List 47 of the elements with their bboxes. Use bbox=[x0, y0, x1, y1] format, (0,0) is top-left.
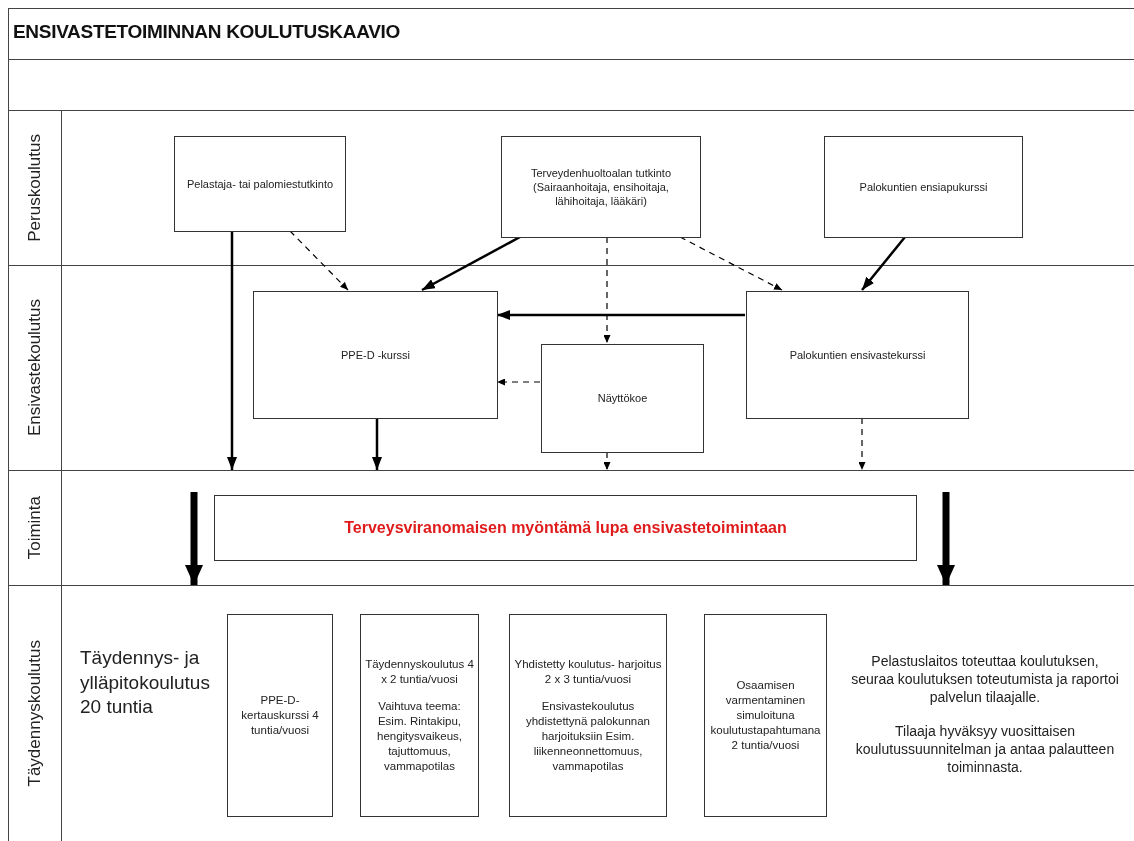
swimlane-band bbox=[8, 585, 1134, 841]
lane-title: Täydennyskoulutus bbox=[25, 640, 45, 787]
arrow bbox=[679, 236, 783, 291]
note-text: Tilaaja hyväksyy vuosittaisen koulutussuunnitelman ja antaa palautteen toiminnasta. bbox=[854, 722, 1116, 777]
note-text: Pelastuslaitos toteuttaa koulutuksen, seuraa koulutuksen toteutumista ja raportoi palvelun tilaajalle. bbox=[850, 652, 1120, 707]
box-text: Täydennyskoulutus 4 x 2 tuntia/vuosi bbox=[365, 657, 474, 688]
arrow bbox=[421, 235, 521, 292]
highlight-box bbox=[214, 495, 917, 561]
box-text: Vaihtuva teema: Esim. Rintakipu, hengitysvaikeus, tajuttomuus, vammapotilas bbox=[376, 699, 463, 774]
swimlane-band bbox=[8, 265, 1134, 470]
lane-title: Ensivastekoulutus bbox=[25, 299, 45, 437]
arrow bbox=[227, 231, 237, 470]
swimlane-band bbox=[8, 470, 1134, 585]
box-text: Terveydenhuoltoalan tutkinto (Sairaanhoitaja, ensihoitaja, lähihoitaja, lääkäri) bbox=[529, 165, 672, 209]
arrow bbox=[603, 236, 611, 344]
box-text: PPE-D- kertauskurssi 4 tuntia/vuosi bbox=[240, 693, 320, 738]
process-box bbox=[824, 136, 1023, 238]
box-text: PPE-D -kurssi bbox=[340, 347, 411, 363]
box-text: Näyttökoe bbox=[597, 391, 648, 406]
swimlane-band bbox=[8, 110, 1134, 265]
process-box bbox=[360, 614, 479, 817]
process-box bbox=[253, 291, 498, 419]
arrow bbox=[861, 236, 906, 291]
box-text: Palokuntien ensiapukurssi bbox=[859, 179, 988, 195]
process-box bbox=[227, 614, 333, 817]
lane-title: Peruskoulutus bbox=[25, 134, 45, 242]
diagram-title: ENSIVASTETOIMINNAN KOULUTUSKAAVIO bbox=[13, 21, 400, 43]
process-box bbox=[501, 136, 701, 238]
box-text: Yhdistetty koulutus- harjoitus 2 x 3 tuntia/vuosi bbox=[514, 657, 662, 688]
arrow bbox=[603, 451, 611, 471]
arrow bbox=[372, 418, 382, 470]
process-box bbox=[704, 614, 827, 817]
process-box bbox=[541, 344, 704, 453]
box-text: Terveysviranomaisen myöntämä lupa ensivastetoimintaan bbox=[344, 517, 787, 538]
arrow bbox=[289, 230, 349, 291]
arrow bbox=[496, 378, 541, 386]
box-text: Palokuntien ensivastekurssi bbox=[789, 347, 926, 363]
box-text: Pelastaja- tai palomiestutkinto bbox=[186, 176, 334, 192]
arrow bbox=[858, 417, 866, 471]
lane-title: Toiminta bbox=[25, 496, 45, 560]
note-text: Täydennys- ja ylläpitokoulutus 20 tuntia bbox=[80, 646, 211, 720]
process-box bbox=[746, 291, 969, 419]
process-box bbox=[509, 614, 667, 817]
process-box bbox=[174, 136, 346, 232]
arrow bbox=[497, 310, 745, 320]
box-text: Ensivastekoulutus yhdistettynä palokunnan harjoituksiin Esim. liikenneonnettomuus, vammapotilas bbox=[524, 699, 651, 774]
box-text: Osaamisen varmentaminen simuloituna koulutustapahtumana 2 tuntia/vuosi bbox=[709, 678, 822, 753]
